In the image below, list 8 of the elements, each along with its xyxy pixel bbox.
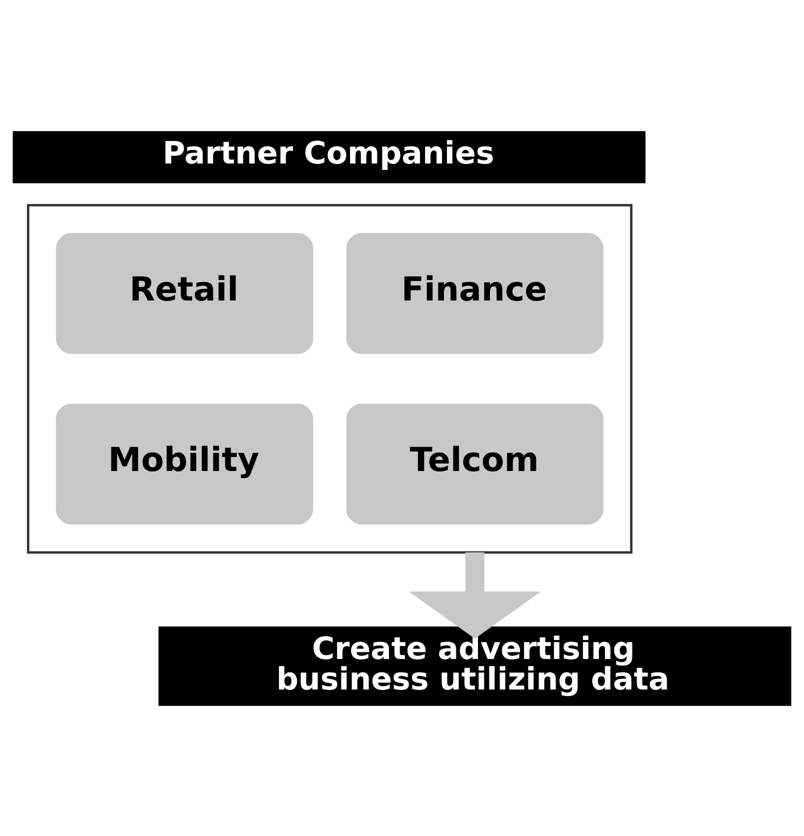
- node-box: Partner Companies: [12, 130, 646, 183]
- cluster: [26, 204, 632, 554]
- node-box: Mobility: [56, 403, 314, 524]
- node-box: Finance: [346, 232, 604, 354]
- node-box: Create advertising business utilizing data: [158, 626, 792, 706]
- node-box: Retail: [56, 232, 314, 354]
- node-box: Telcom: [346, 403, 604, 524]
- arrow: [408, 552, 541, 638]
